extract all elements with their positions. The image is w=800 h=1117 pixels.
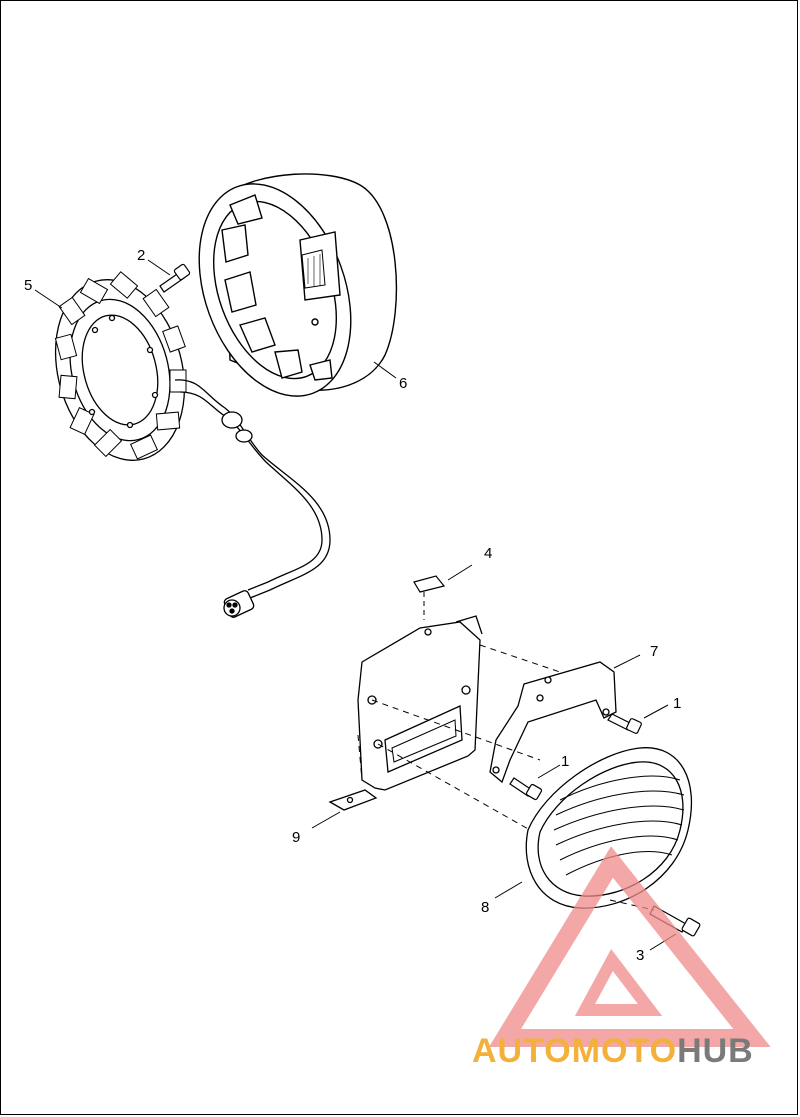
bracket-part-9: [311, 615, 483, 829]
callout-1-upper: 1: [673, 695, 681, 712]
bracket-part-7: [489, 654, 641, 784]
callout-3: 3: [636, 947, 644, 964]
callout-2: 2: [137, 247, 145, 264]
callout-1-lower: 1: [561, 753, 569, 770]
callout-7: 7: [650, 643, 658, 660]
callout-9: 9: [292, 829, 300, 846]
callout-5: 5: [24, 277, 32, 294]
clip-part-4: [413, 564, 473, 620]
watermark-logo-icon: [488, 846, 771, 1047]
callout-6: 6: [399, 375, 407, 392]
callout-4: 4: [484, 545, 492, 562]
bolt-part-1-upper: [607, 704, 669, 734]
regulator-part-8: [494, 747, 693, 909]
callout-labels: 1 1 2 3 4 5 6 7 8 9: [24, 247, 681, 964]
callout-8: 8: [481, 899, 489, 916]
watermark-text: AUTOMOTOHUB: [472, 1032, 754, 1071]
watermark-part-2: HUB: [677, 1032, 754, 1070]
stator-part: [34, 271, 331, 618]
watermark-part-1: AUTOMOTO: [472, 1032, 678, 1070]
bolt-part-1-lower: [509, 764, 561, 801]
bolt-part-2: [147, 259, 191, 293]
rotor-part: [198, 173, 398, 397]
